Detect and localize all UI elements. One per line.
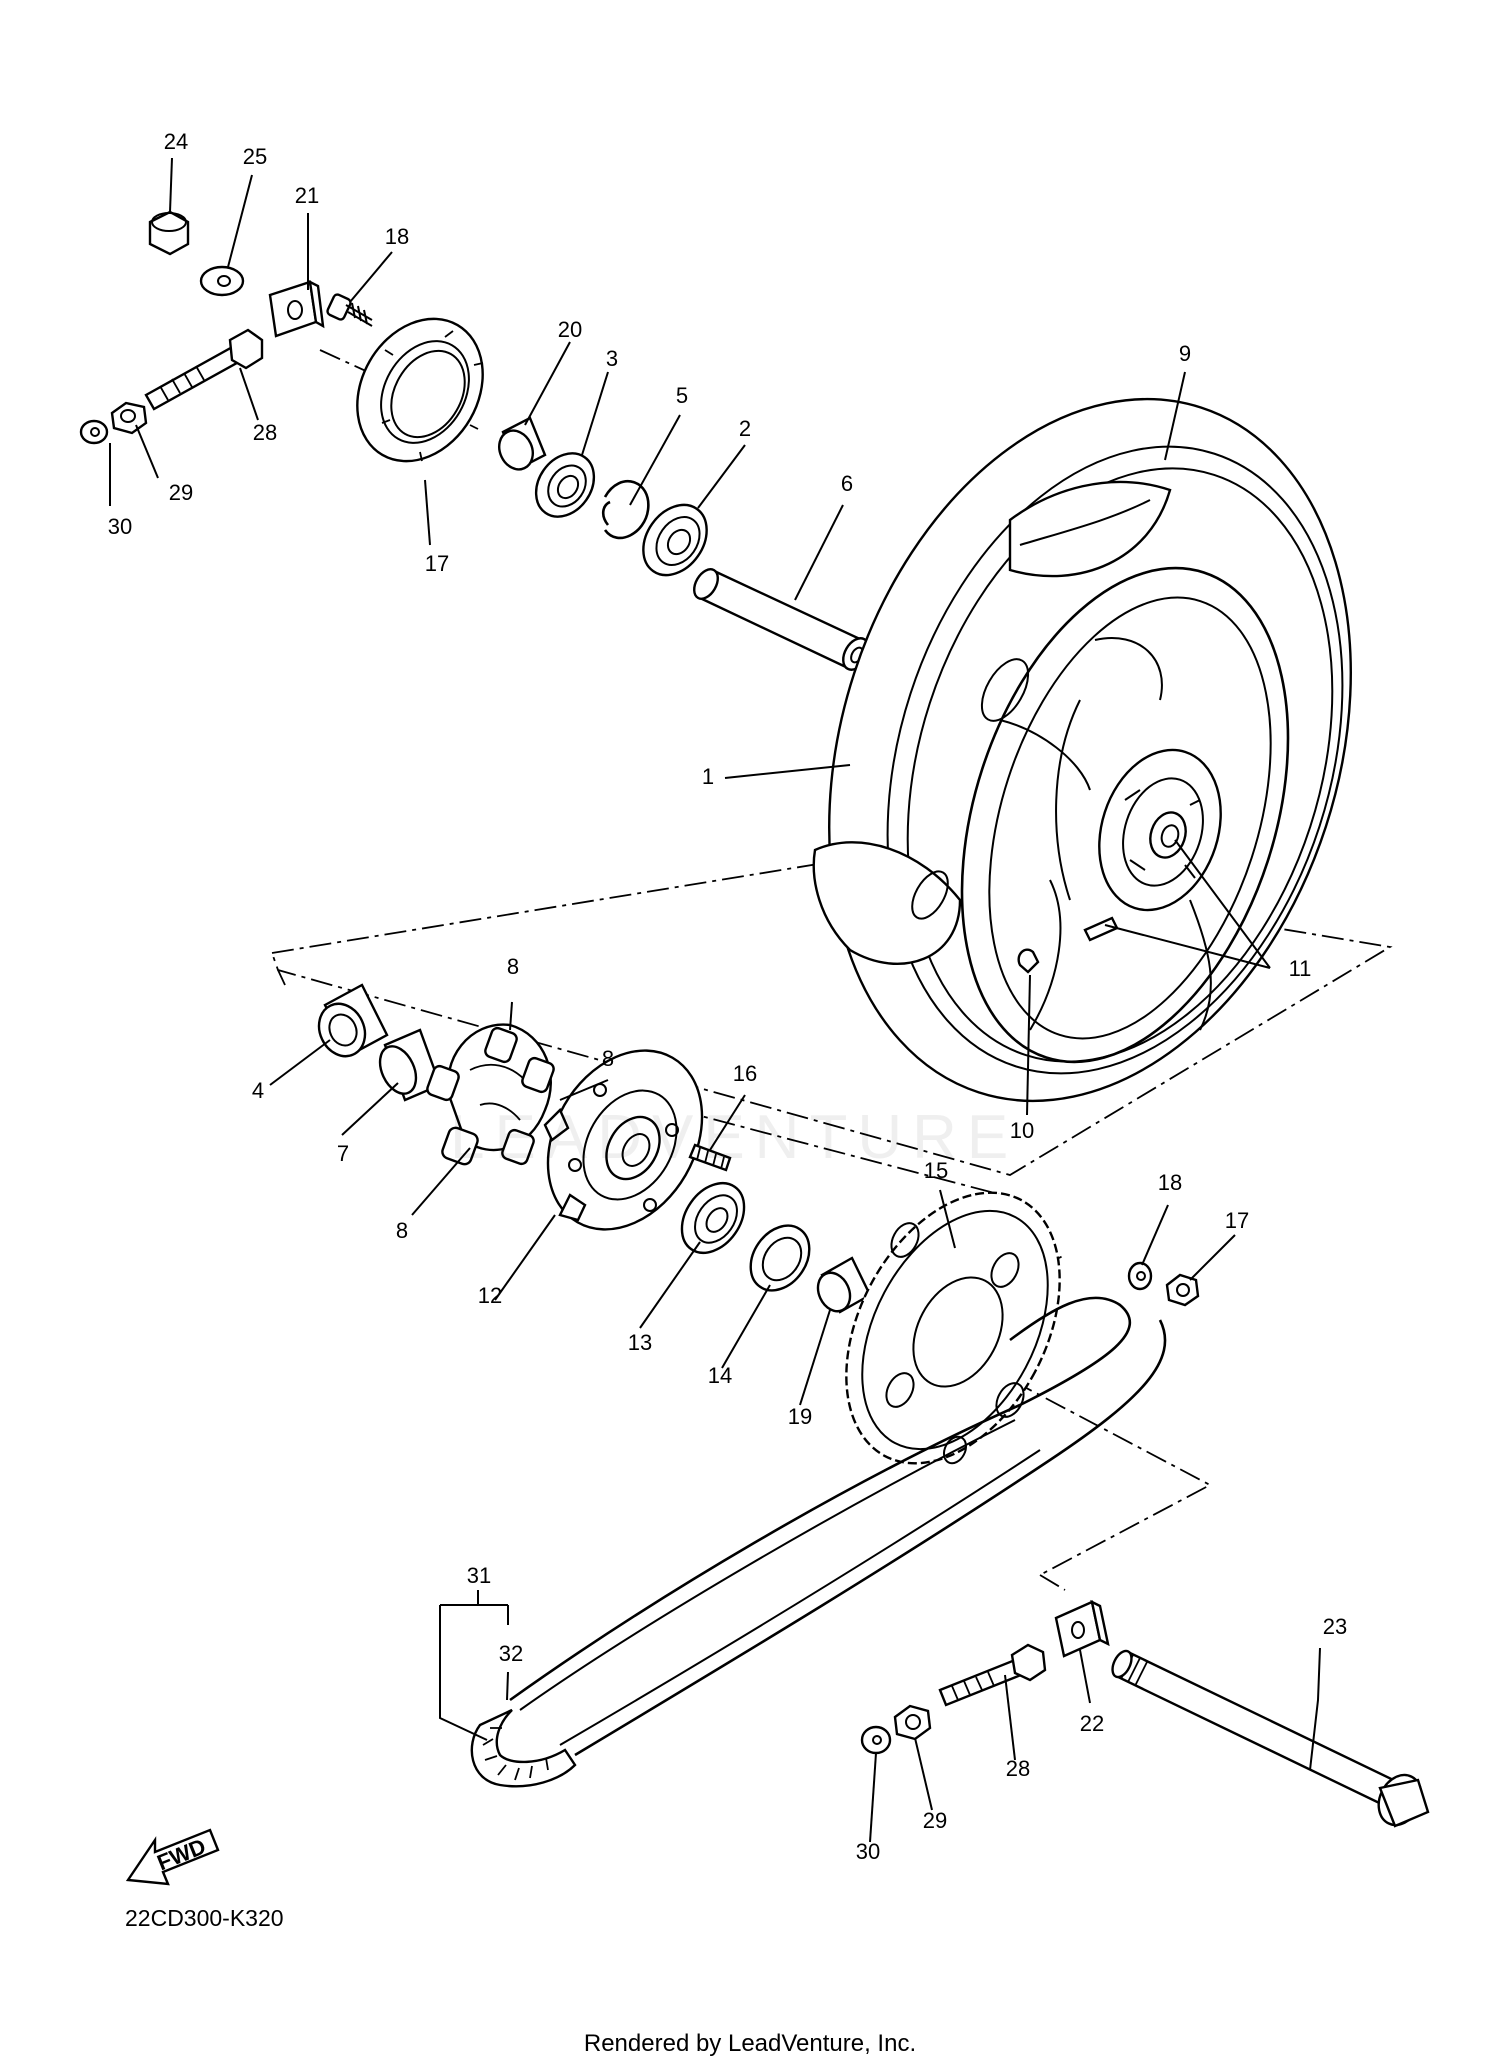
callout-3: 3 — [606, 346, 618, 371]
diagram-code: 22CD300-K320 — [125, 1905, 284, 1931]
callout-26: 24 — [164, 129, 188, 154]
callout-31: 31 — [467, 1563, 491, 1588]
callout-29-bottom: 29 — [923, 1808, 947, 1833]
callout-27: 25 — [243, 144, 267, 169]
callout-30-top: 30 — [108, 514, 132, 539]
rear-tire-9 — [812, 397, 1352, 1103]
callout-2: 2 — [739, 416, 751, 441]
callout-21: 19 — [788, 1404, 812, 1429]
callout-4: 4 — [252, 1078, 264, 1103]
spacer-22 — [498, 416, 547, 471]
clutch-hub-12 — [543, 1049, 704, 1231]
bearing-13 — [680, 1182, 746, 1254]
locknut-29-top — [110, 401, 148, 435]
adjuster-plate-24 — [1054, 1599, 1110, 1658]
callout-14: 14 — [708, 1363, 732, 1388]
callout-20: 18 — [385, 224, 409, 249]
washer-30-top — [79, 419, 109, 445]
callout-8-bottom: 8 — [396, 1218, 408, 1243]
watermark: LEADVENTURE — [450, 1103, 1019, 1172]
callout-6: 6 — [841, 471, 853, 496]
callout-17: 17 — [1225, 1208, 1249, 1233]
locknut-29-bottom — [893, 1704, 932, 1741]
callout-30-bottom: 30 — [856, 1839, 880, 1864]
drive-chain-32 — [470, 1296, 1167, 1788]
adjuster-plate-23 — [268, 279, 325, 338]
bearing-4 — [317, 983, 389, 1058]
callout-24: 22 — [1080, 1711, 1104, 1736]
callout-16: 16 — [733, 1061, 757, 1086]
callout-11: 11 — [1289, 956, 1312, 981]
nut-17 — [1165, 1273, 1200, 1307]
oil-seal-14 — [749, 1224, 811, 1292]
callout-22: 20 — [558, 317, 582, 342]
hub-damper-8 — [426, 1023, 555, 1166]
callout-1: 1 — [702, 764, 714, 789]
callout-8-top: 8 — [507, 954, 519, 979]
fwd-arrow-icon: FWD — [125, 1828, 220, 1886]
circlip-5 — [601, 479, 650, 540]
callout-15: 15 — [924, 1158, 948, 1183]
fwd-label: FWD — [153, 1833, 209, 1875]
wheel-rim-1 — [960, 566, 1290, 1064]
callout-10: 10 — [1010, 1118, 1034, 1143]
washer-30-bottom — [860, 1725, 892, 1755]
collar-7 — [378, 1028, 442, 1102]
bolt-20 — [326, 293, 373, 327]
callout-7: 7 — [337, 1141, 349, 1166]
adjuster-bolt-28-top — [144, 328, 264, 411]
callout-labels: 24 25 21 18 28 29 30 17 20 3 5 2 6 9 1 1… — [108, 129, 1347, 1864]
callout-5: 5 — [676, 383, 688, 408]
callout-12: 12 — [478, 1283, 502, 1308]
collar-6 — [693, 568, 870, 671]
callout-18: 18 — [1158, 1170, 1182, 1195]
bearing-3 — [534, 452, 596, 518]
callout-28-bottom: 28 — [1006, 1756, 1030, 1781]
render-credit: Rendered by LeadVenture, Inc. — [583, 2030, 917, 2057]
washer-18 — [1127, 1261, 1153, 1291]
brake-disc-19 — [356, 317, 484, 463]
callout-25: 23 — [1323, 1614, 1347, 1639]
callout-23: 21 — [295, 183, 319, 208]
callout-29-top: 29 — [169, 480, 193, 505]
rear-axle-25 — [1111, 1649, 1430, 1828]
adjuster-nut-26 — [148, 210, 190, 256]
bearing-2 — [642, 503, 708, 577]
stud-16 — [688, 1143, 732, 1172]
callout-9: 9 — [1179, 341, 1191, 366]
callout-13: 13 — [628, 1330, 652, 1355]
callout-19: 17 — [425, 551, 449, 576]
leader-lines — [109, 157, 1321, 1843]
adjuster-bolt-28-bottom — [938, 1643, 1047, 1707]
callout-8-mid: 8 — [602, 1046, 614, 1071]
washer-27 — [199, 265, 245, 297]
rear-sprocket-15 — [845, 1191, 1061, 1465]
callout-32: 32 — [499, 1641, 523, 1666]
callout-28-top: 28 — [253, 420, 277, 445]
